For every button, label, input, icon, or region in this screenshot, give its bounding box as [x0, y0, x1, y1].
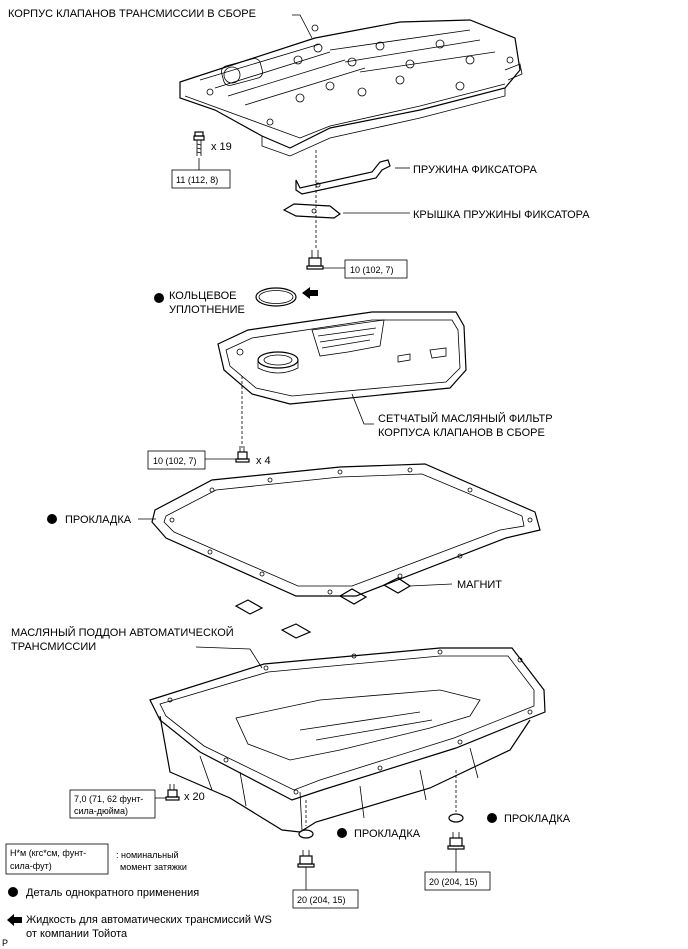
torque-pan-bolt-2: сила-дюйма) [74, 806, 128, 816]
plug-1-torque-box [292, 889, 359, 909]
legend-unit-2: сила-фут) [10, 861, 52, 871]
label-o-ring-2: УПЛОТНЕНИЕ [169, 304, 245, 316]
legend-unit-1: Н*м (кгс*см, фунт- [10, 848, 86, 858]
legend-bullet [8, 887, 18, 897]
detent-spring-drawing [295, 159, 391, 195]
label-detent-spring: ПРУЖИНА ФИКСАТОРА [413, 164, 538, 176]
o-ring-drawing [255, 287, 297, 307]
legend-fluid-2: от компании Тойота [26, 928, 128, 940]
qty-pan-bolt: x 20 [184, 791, 205, 803]
label-oil-pan-2: ТРАНСМИССИИ [11, 641, 96, 653]
label-valve-body: КОРПУС КЛАПАНОВ ТРАНСМИССИИ В СБОРЕ [8, 8, 256, 20]
page-code: P [2, 938, 8, 948]
qty-strainer-bolt: x 4 [256, 455, 271, 467]
magnet-drawing [234, 577, 412, 639]
strainer-drawing [217, 311, 467, 405]
cover-bolt-drawing [306, 250, 345, 270]
pan-bolt-drawing [155, 784, 180, 801]
qty-vb-bolt: x 19 [211, 141, 232, 153]
label-detent-cover: КРЫШКА ПРУЖИНЫ ФИКСАТОРА [413, 209, 590, 221]
leader-magnet [409, 583, 453, 587]
legend-fluid-1: Жидкость для автоматических трансмиссий … [26, 914, 272, 926]
fluid-arrow-o-ring [302, 287, 318, 299]
torque-strainer-bolt: 10 (102, 7) [153, 456, 197, 466]
valve-body-drawing [179, 19, 523, 157]
torque-pan-bolt-1: 7,0 (71, 62 фунт- [74, 794, 143, 804]
gasket-bullet [47, 514, 57, 524]
plug-gasket-2-bullet [487, 813, 497, 823]
vb-bolt-torque-box [171, 169, 231, 189]
label-strainer-1: СЕТЧАТЫЙ МАСЛЯНЫЙ ФИЛЬТР [378, 412, 553, 425]
legend-unit-desc-1: : номинальный [116, 850, 179, 860]
leader-strainer [351, 393, 374, 425]
drain-plug-1-drawing [297, 850, 315, 890]
label-strainer-2: КОРПУСА КЛАПАНОВ В СБОРЕ [378, 427, 545, 439]
pan-gasket-drawing [151, 463, 541, 597]
leader-valve-body [292, 14, 313, 39]
legend-unit-desc-2: момент затяжки [120, 862, 187, 872]
cover-bolt-torque-box [344, 259, 408, 279]
o-ring-bullet [154, 293, 164, 303]
torque-cover-bolt: 10 (102, 7) [350, 265, 394, 275]
legend-non-reusable: Деталь однократного применения [26, 887, 199, 899]
label-plug-gasket-2: ПРОКЛАДКА [504, 813, 571, 825]
detent-spring-cover-drawing [282, 203, 342, 219]
label-oil-pan-1: МАСЛЯНЫЙ ПОДДОН АВТОМАТИЧЕСКОЙ [11, 626, 234, 639]
label-o-ring-1: КОЛЬЦЕВОЕ [169, 290, 237, 302]
legend-arrow [7, 914, 22, 926]
plug-gasket-1-bullet [337, 828, 347, 838]
torque-vb-bolt: 11 (112, 8) [176, 175, 218, 185]
plug-gasket-2-drawing [448, 813, 464, 823]
torque-plug-2: 20 (204, 15) [429, 877, 478, 887]
torque-plug-1: 20 (204, 15) [297, 895, 346, 905]
strainer-bolt-drawing [205, 446, 250, 463]
vb-bolt-drawing [193, 131, 205, 170]
pan-bolt-torque-box [69, 789, 156, 819]
label-plug-gasket-1: ПРОКЛАДКА [354, 828, 421, 840]
label-magnet: МАГНИТ [457, 579, 502, 591]
plug-gasket-1-drawing [298, 829, 314, 839]
drain-plug-2-drawing [447, 832, 465, 872]
leader-oil-pan [195, 646, 263, 669]
legend-unit-box [5, 843, 109, 875]
label-pan-gasket: ПРОКЛАДКА [65, 514, 132, 526]
plug-2-torque-box [424, 871, 491, 891]
strainer-bolt-torque-box [147, 450, 206, 470]
oil-pan-drawing [149, 647, 546, 833]
